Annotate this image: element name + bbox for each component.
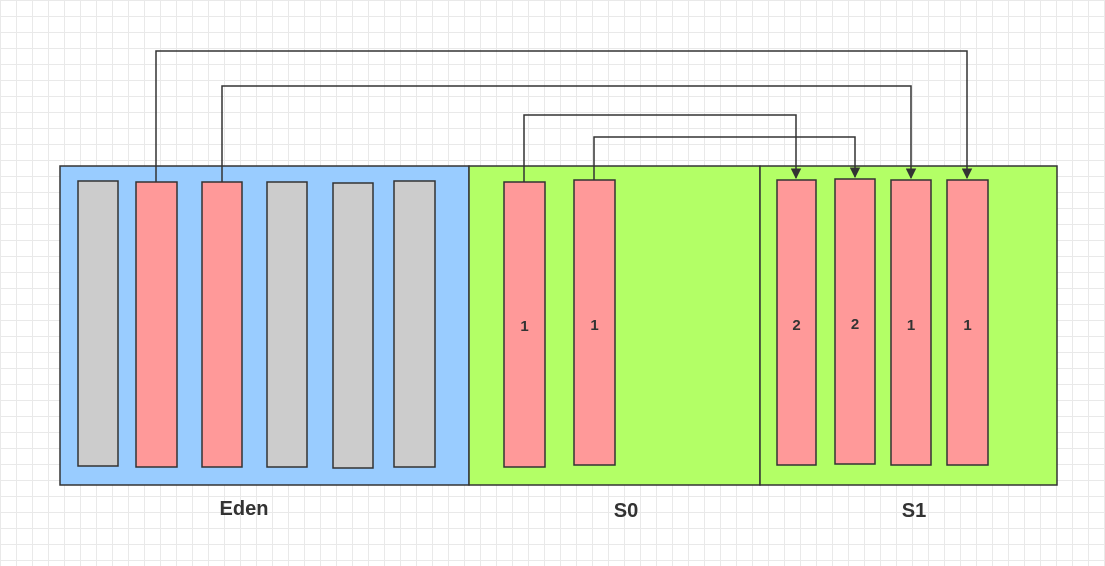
s1-block-2	[834, 178, 876, 465]
arrow-s0-block-1-to-s1-block-1	[523, 114, 802, 182]
eden-label: Eden	[220, 498, 269, 520]
s1-block-4	[946, 179, 989, 466]
s1-label: S1	[902, 500, 926, 522]
eden-blocks	[77, 180, 436, 469]
s1-block-3-label: 1	[907, 317, 915, 334]
s0-block-1	[503, 181, 546, 468]
s0-label: S0	[614, 500, 638, 522]
s0-block-2	[573, 179, 616, 466]
s0-block-2-label: 1	[590, 317, 598, 334]
eden-block-2	[135, 181, 178, 468]
s1-blocks: 2 2 1 1	[776, 178, 989, 466]
s1-block-4-label: 1	[963, 317, 971, 334]
s1-block-1	[776, 179, 817, 466]
s1-block-1-label: 2	[792, 317, 800, 334]
eden-block-3	[201, 181, 243, 468]
arrow-s0-block-2-to-s1-block-2	[593, 136, 861, 180]
s1-block-2-label: 2	[851, 316, 859, 333]
s0-blocks: 1 1	[503, 179, 616, 468]
s0-block-1-label: 1	[520, 318, 528, 335]
eden-block-1	[77, 180, 119, 467]
arrow-eden-block-3-to-s1-block-3	[221, 85, 917, 182]
eden-block-6	[393, 180, 436, 468]
copy-arrows	[155, 50, 973, 182]
arrow-eden-block-2-to-s1-block-4	[155, 50, 973, 182]
eden-block-4	[266, 181, 308, 468]
s1-block-3	[890, 179, 932, 466]
eden-block-5	[332, 182, 374, 469]
